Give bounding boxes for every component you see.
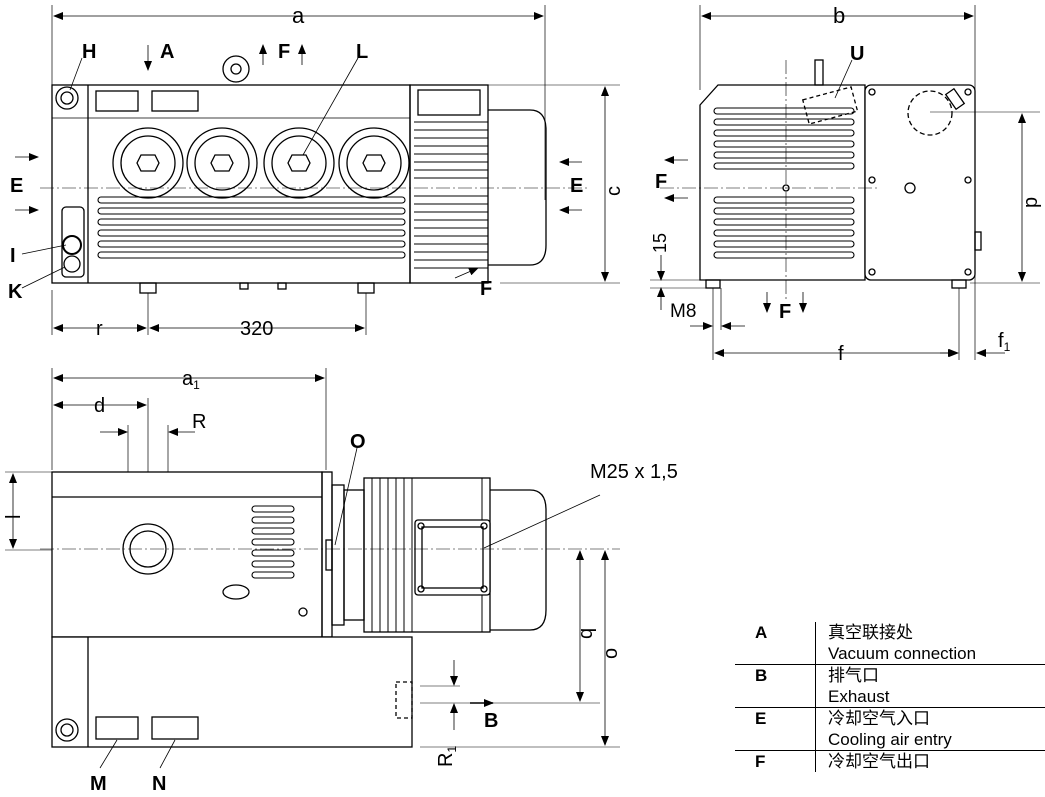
label-F-top: F	[278, 41, 290, 63]
label-O: O	[350, 431, 366, 453]
legend-key: F	[735, 750, 816, 772]
legend-key: B	[735, 664, 816, 708]
side-view	[15, 5, 620, 335]
dimension-15: 15	[650, 233, 670, 253]
label-N: N	[152, 773, 166, 795]
label-H: H	[82, 41, 96, 63]
legend-key: E	[735, 707, 816, 751]
dimension-r: r	[96, 318, 103, 340]
legend-en: Cooling air entry	[828, 730, 952, 749]
label-E-right: E	[570, 175, 583, 197]
legend-en: Exhaust	[828, 687, 890, 706]
legend-zh: 真空联接处	[828, 623, 913, 642]
dimension-f1: f1	[998, 330, 1011, 354]
dimension-d: d	[94, 395, 105, 417]
label-A: A	[160, 41, 174, 63]
label-M: M	[90, 773, 107, 795]
dimension-320: 320	[240, 318, 273, 340]
dimension-l: l	[3, 515, 25, 519]
legend-row-E: E 冷却空气入口 Cooling air entry	[735, 707, 1045, 751]
label-F-under: F	[779, 301, 791, 323]
legend-zh: 排气口	[828, 666, 879, 685]
label-F-end: F	[655, 171, 667, 193]
legend-en: Vacuum connection	[828, 644, 977, 663]
legend-zh: 冷却空气入口	[828, 709, 930, 728]
legend-row-B: B 排气口 Exhaust	[735, 664, 1045, 708]
label-E-left: E	[10, 175, 23, 197]
dimension-M8: M8	[670, 301, 696, 322]
dimension-R: R	[192, 411, 206, 433]
label-U: U	[850, 43, 864, 65]
legend-row-F: F 冷却空气出口	[735, 750, 1045, 772]
dimension-R1: R1	[435, 746, 459, 767]
label-I: I	[10, 245, 16, 267]
dimension-p: p	[1020, 197, 1042, 208]
dimension-a1: a1	[182, 368, 200, 392]
dimension-f: f	[838, 343, 844, 365]
end-view-labels: b p 15 F U M8 F f f1	[650, 3, 1042, 365]
legend-table: A 真空联接处 Vacuum connection B 排气口 Exhaust E …	[735, 622, 1045, 797]
end-view	[650, 5, 1040, 360]
side-view-labels: a c r 320 H A F L E E I K F	[8, 3, 625, 340]
legend-zh: 冷却空气出口	[828, 752, 930, 771]
label-F-bottom: F	[480, 278, 492, 300]
top-view	[5, 368, 620, 769]
label-K: K	[8, 281, 23, 303]
legend-key: A	[735, 622, 816, 665]
label-L: L	[356, 41, 368, 63]
dimension-b: b	[833, 3, 845, 28]
label-B: B	[484, 710, 498, 732]
dimension-c: c	[603, 186, 625, 196]
legend-row-A: A 真空联接处 Vacuum connection	[735, 622, 1045, 665]
dimension-a: a	[292, 3, 305, 28]
dimension-o: o	[600, 648, 622, 659]
dimension-q: q	[575, 628, 597, 639]
thread-M25: M25 x 1,5	[590, 461, 678, 483]
top-view-labels: a1 d R l O M25 x 1,5 q o B R1 M N	[3, 368, 678, 795]
